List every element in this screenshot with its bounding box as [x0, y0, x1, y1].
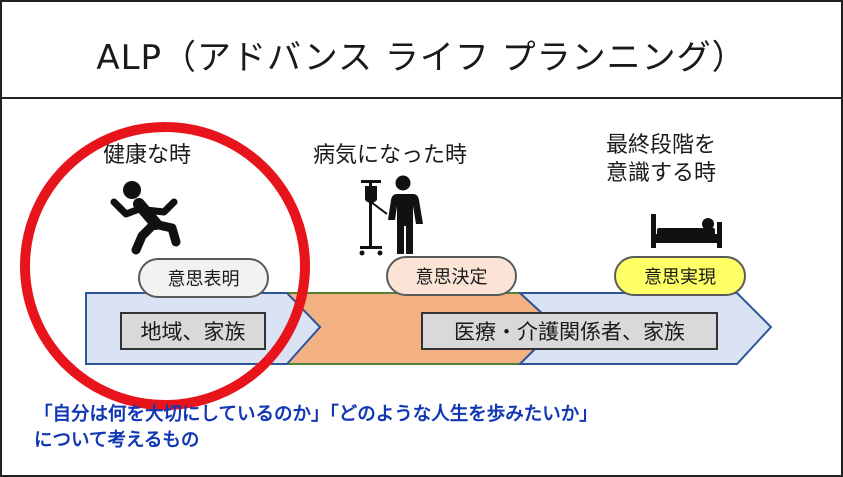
pill-intention-expression: 意思表明: [138, 258, 269, 298]
band-label-medical-care-family: 医療・介護関係者、家族: [421, 312, 718, 350]
stage-label-final-line-2: 意識する時: [606, 161, 717, 186]
slide-title: ALP（アドバンス ライフ プランニング）: [96, 38, 747, 78]
title-divider: [0, 97, 843, 99]
pill-decision-making: 意思決定: [386, 256, 517, 296]
caption-line-2: について考えるもの: [34, 430, 200, 451]
pill-realization: 意思実現: [614, 256, 746, 296]
bed-patient-icon: [651, 214, 722, 248]
band-label-community-family: 地域、家族: [120, 312, 266, 350]
stage-label-illness: 病気になった時: [313, 143, 468, 168]
running-person-icon: [110, 181, 181, 255]
stage-label-final-line-1: 最終段階を: [606, 133, 717, 158]
stage-label-healthy: 健康な時: [103, 143, 192, 168]
caption-line-1: 「自分は何を大切にしているのか」「どのような人生を歩みたいか」: [34, 404, 598, 425]
iv-drip-patient-icon: [359, 175, 423, 256]
caption: 「自分は何を大切にしているのか」「どのような人生を歩みたいか」 について考えるも…: [34, 402, 598, 454]
